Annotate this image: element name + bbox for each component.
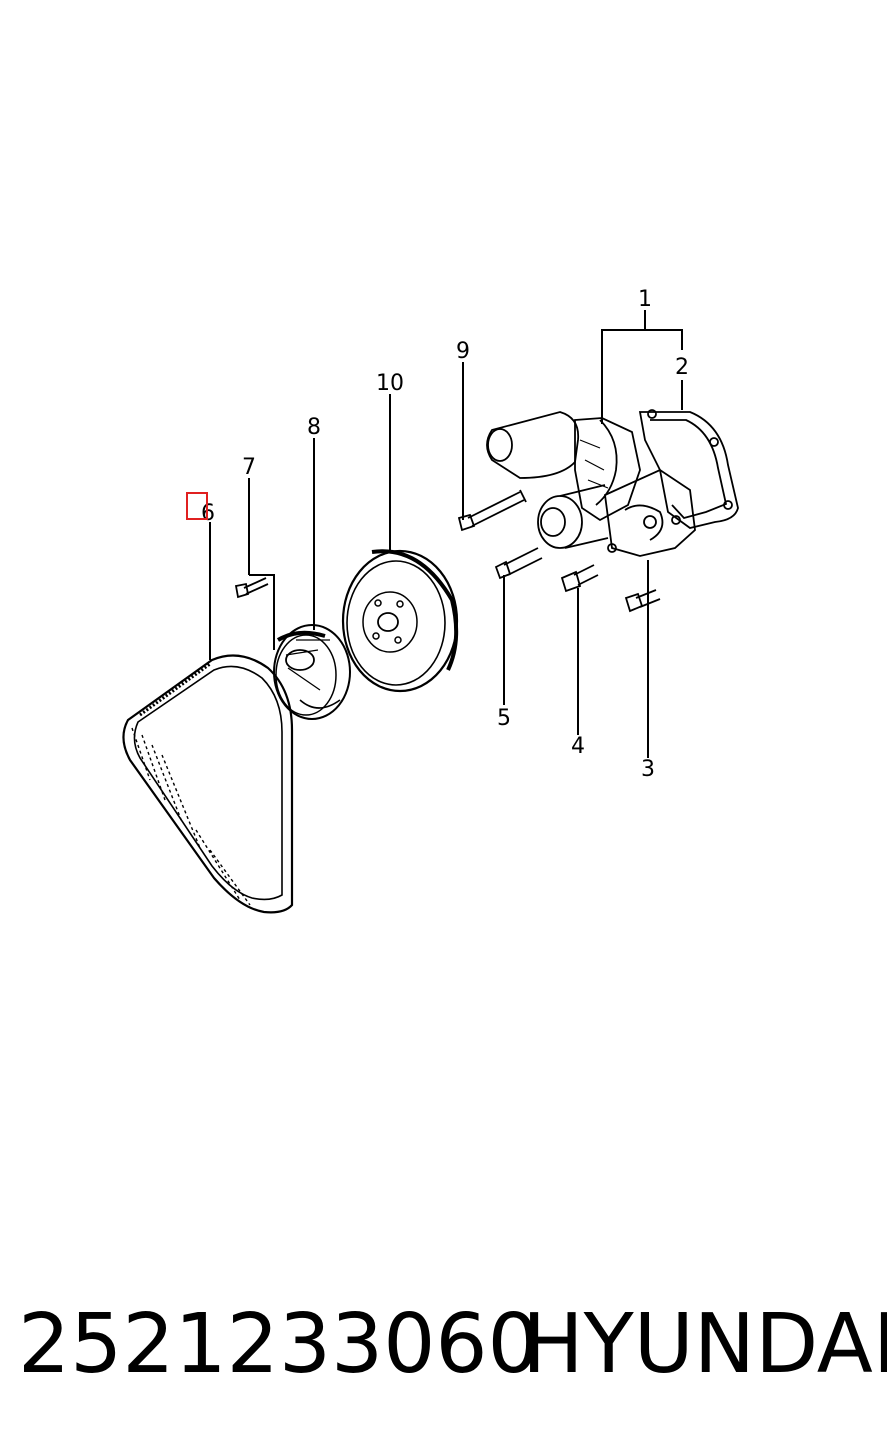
callout-2: 2 [675, 355, 689, 380]
water-pump-body [486, 411, 696, 557]
callout-1: 1 [638, 287, 652, 312]
callout-10: 10 [376, 371, 404, 396]
brand-name: HYUNDAI [522, 1297, 887, 1392]
water-pump-gasket [638, 409, 739, 529]
callout-7: 7 [242, 455, 256, 480]
drive-belt [122, 654, 294, 914]
leader-lines [209, 310, 683, 758]
callout-5: 5 [497, 706, 511, 731]
bolt-5 [494, 547, 543, 580]
bolt-9 [457, 489, 527, 532]
crankshaft-pulley [273, 624, 351, 720]
water-pump-pulley [341, 549, 459, 693]
callout-9: 9 [456, 339, 470, 364]
footer: 2521233060 HYUNDAI [0, 1290, 887, 1400]
highlight-box [186, 492, 208, 520]
bolt-3 [624, 589, 661, 613]
callout-8: 8 [307, 415, 321, 440]
part-number: 2521233060 [18, 1297, 540, 1392]
callout-4: 4 [571, 734, 585, 759]
bolt-4 [560, 564, 599, 593]
callout-3: 3 [641, 757, 655, 782]
bolt-7 [234, 577, 269, 599]
